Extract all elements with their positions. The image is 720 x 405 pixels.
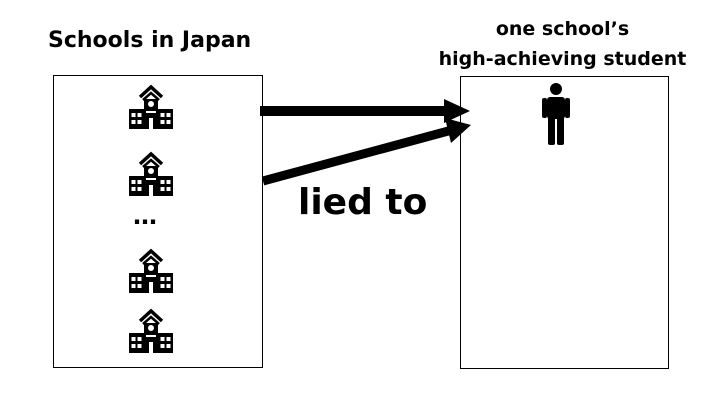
student-box bbox=[460, 76, 669, 369]
lied-to-label: lied to bbox=[298, 182, 428, 223]
student-title-line1: one school’s bbox=[495, 18, 630, 40]
student-title: one school’s high-achieving student bbox=[420, 14, 705, 74]
ellipsis: … bbox=[133, 202, 158, 230]
arrow-top bbox=[260, 99, 470, 123]
schools-title: Schools in Japan bbox=[48, 28, 252, 53]
person-icon bbox=[542, 83, 570, 145]
arrow-lied-to bbox=[261, 118, 471, 186]
student-title-line2: high-achieving student bbox=[438, 48, 687, 70]
